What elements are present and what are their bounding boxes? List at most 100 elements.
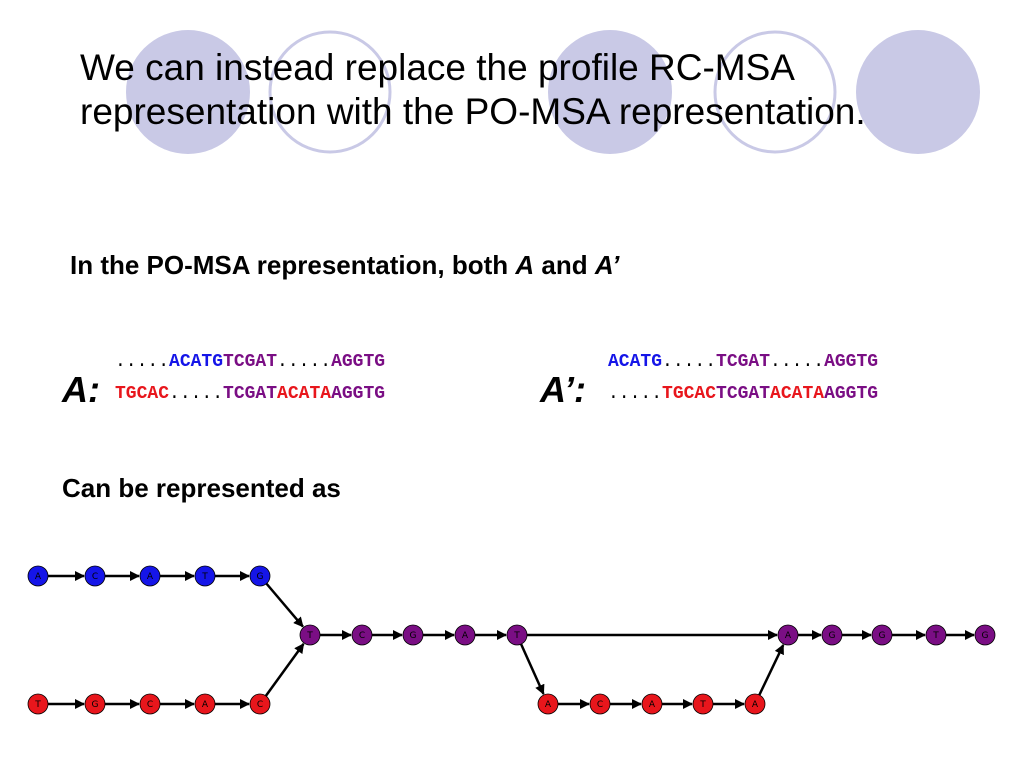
node-label: T — [34, 700, 41, 710]
graph-node-q5: G — [974, 624, 996, 646]
node-circle — [27, 565, 49, 587]
node-circle — [84, 565, 106, 587]
subhead-a: A — [515, 250, 535, 280]
node-circle — [402, 624, 424, 646]
edge-r5-p1 — [264, 643, 305, 697]
node-label: G — [257, 572, 264, 582]
ap-row-1-segment-2: ..... — [662, 352, 717, 372]
graph-node-p5: T — [506, 624, 528, 646]
node-label: A — [752, 700, 759, 710]
decor-circle-outline-1 — [268, 30, 392, 154]
ap-row-1-segment-4: ..... — [770, 352, 825, 372]
subhead-and: and — [534, 250, 595, 280]
ap-row-2-segment-1: ..... — [608, 384, 663, 404]
graph-node-b5: G — [249, 565, 271, 587]
node-label: A — [649, 700, 656, 710]
node-circle — [871, 624, 893, 646]
ap-row-1-segment-3: TCGAT — [716, 352, 771, 372]
graph-node-q3: G — [871, 624, 893, 646]
node-circle — [777, 624, 799, 646]
node-label: T — [513, 631, 520, 641]
graph-node-q1: A — [777, 624, 799, 646]
a-row-2-segment-2: ..... — [169, 384, 224, 404]
graph-node-p3: G — [402, 624, 424, 646]
a-row-2-segment-1: TGCAC — [115, 384, 170, 404]
node-circle — [641, 693, 663, 715]
alignment-a-row-2: TGCAC.....TCGATACATAAGGTG — [115, 382, 385, 406]
graph-node-s5: A — [744, 693, 766, 715]
graph-node-s4: T — [692, 693, 714, 715]
graph-node-b4: T — [194, 565, 216, 587]
graph-node-b1: A — [27, 565, 49, 587]
graph-node-r5: C — [249, 693, 271, 715]
alignment-a-row-1: .....ACATGTCGAT.....AGGTG — [115, 350, 385, 374]
node-label: C — [257, 700, 263, 710]
node-circle — [692, 693, 714, 715]
node-label: G — [410, 631, 417, 641]
node-label: T — [201, 572, 208, 582]
a-row-2-segment-4: ACATA — [277, 384, 332, 404]
graph-edges — [48, 571, 975, 709]
alignment-a-label: A: — [62, 369, 100, 410]
node-circle — [537, 693, 559, 715]
node-label: G — [879, 631, 886, 641]
graph-node-r4: A — [194, 693, 216, 715]
ap-row-2-segment-5: AGGTG — [824, 384, 879, 404]
a-row-1-segment-5: AGGTG — [331, 352, 386, 372]
graph-node-q4: T — [925, 624, 947, 646]
graph-node-r2: G — [84, 693, 106, 715]
node-label: A — [147, 572, 154, 582]
node-label: A — [462, 631, 469, 641]
title-line-2: representation with the PO-MSA represent… — [80, 91, 866, 132]
title-line-1: We can instead replace the profile RC-MS… — [80, 47, 795, 88]
subhead-text: In the PO-MSA representation, both — [70, 250, 516, 280]
node-circle — [974, 624, 996, 646]
ap-row-1-segment-1: ACATG — [608, 352, 663, 372]
edge-p5-s1 — [519, 643, 545, 695]
a-row-1-segment-4: ..... — [277, 352, 332, 372]
node-label: G — [982, 631, 989, 641]
node-circle — [194, 693, 216, 715]
node-circle — [84, 693, 106, 715]
node-circle — [351, 624, 373, 646]
node-label: T — [306, 631, 313, 641]
node-label: G — [829, 631, 836, 641]
node-circle — [27, 693, 49, 715]
node-circle — [744, 693, 766, 715]
node-circle — [454, 624, 476, 646]
edge-s5-q1 — [758, 644, 785, 696]
graph-node-b2: C — [84, 565, 106, 587]
node-circle — [299, 624, 321, 646]
node-circle — [506, 624, 528, 646]
node-label: C — [92, 572, 98, 582]
graph-node-s1: A — [537, 693, 559, 715]
node-label: A — [202, 700, 209, 710]
subhead-a-prime: A’ — [594, 250, 620, 280]
graph-node-p1: T — [299, 624, 321, 646]
a-row-1-segment-2: ACATG — [169, 352, 224, 372]
a-row-1-segment-3: TCGAT — [223, 352, 278, 372]
node-label: C — [359, 631, 365, 641]
a-row-2-segment-5: AGGTG — [331, 384, 386, 404]
a-row-1-segment-1: ..... — [115, 352, 170, 372]
node-circle — [194, 565, 216, 587]
alignment-a-prime-row-1: ACATG.....TCGAT.....AGGTG — [608, 350, 878, 374]
ap-row-1-segment-5: AGGTG — [824, 352, 879, 372]
decor-circle-filled-2 — [548, 30, 672, 154]
ap-row-2-segment-2: TGCAC — [662, 384, 717, 404]
alignment-a-prime-label: A’: — [540, 369, 587, 410]
subheading: In the PO-MSA representation, both A and… — [70, 250, 619, 281]
decor-circle-filled-1 — [126, 30, 250, 154]
a-row-2-segment-3: TCGAT — [223, 384, 278, 404]
node-circle — [589, 693, 611, 715]
graph-node-r1: T — [27, 693, 49, 715]
ap-row-2-segment-4: ACATA — [770, 384, 825, 404]
alignment-a-prime-row-2: .....TGCACTCGATACATAAGGTG — [608, 382, 878, 406]
node-circle — [249, 565, 271, 587]
node-circle — [139, 565, 161, 587]
graph-node-p4: A — [454, 624, 476, 646]
node-circle — [925, 624, 947, 646]
node-label: G — [92, 700, 99, 710]
